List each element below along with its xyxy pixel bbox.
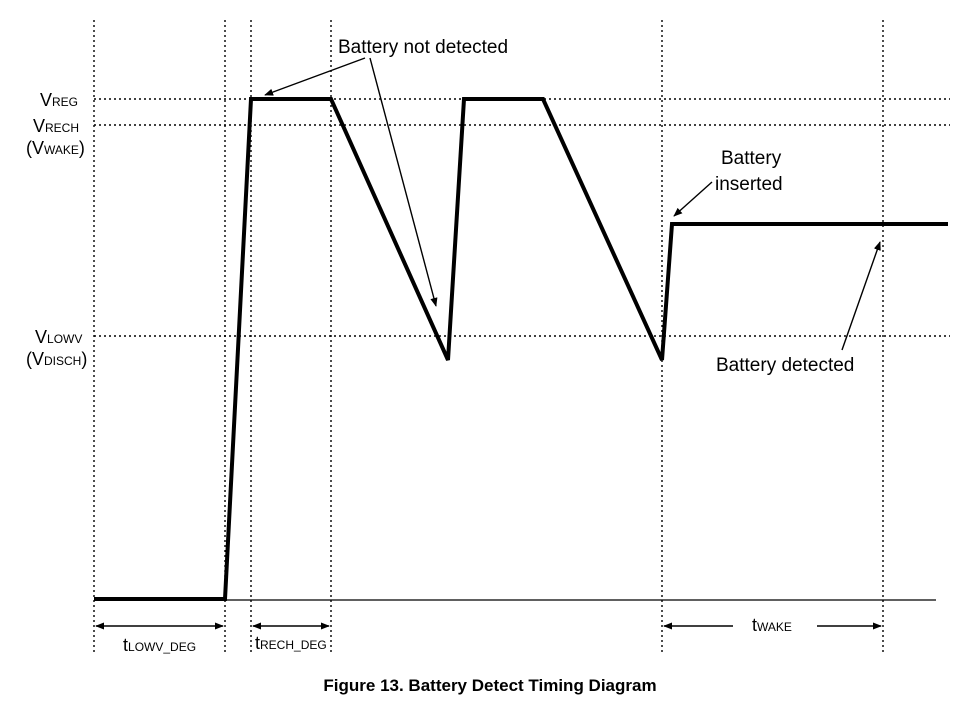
- label-vrech: VRECH: [33, 116, 79, 136]
- annotation-battery-detected: Battery detected: [716, 355, 854, 376]
- figure-caption: Figure 13. Battery Detect Timing Diagram: [323, 676, 656, 695]
- label-vdisch: (VDISCH): [26, 349, 87, 369]
- arrow-not-detected-left: [264, 57, 366, 96]
- label-trech-deg: tRECH_DEG: [255, 633, 327, 653]
- label-vlowv: VLOWV: [35, 327, 82, 347]
- label-tlowv-deg: tLOWV_DEG: [123, 635, 196, 655]
- battery-voltage-waveform: [94, 97, 948, 601]
- label-vwake: (VWAKE): [26, 138, 85, 158]
- arrow-battery-inserted: [673, 181, 713, 217]
- label-twake: tWAKE: [752, 615, 792, 635]
- label-vreg: VREG: [40, 90, 78, 110]
- annotation-battery-inserted-line1: Battery: [721, 148, 782, 169]
- arrow-not-detected-right: [369, 57, 438, 307]
- annotation-battery-inserted-line2: inserted: [715, 174, 783, 195]
- annotation-battery-not-detected: Battery not detected: [338, 37, 508, 58]
- arrow-battery-detected: [841, 241, 881, 351]
